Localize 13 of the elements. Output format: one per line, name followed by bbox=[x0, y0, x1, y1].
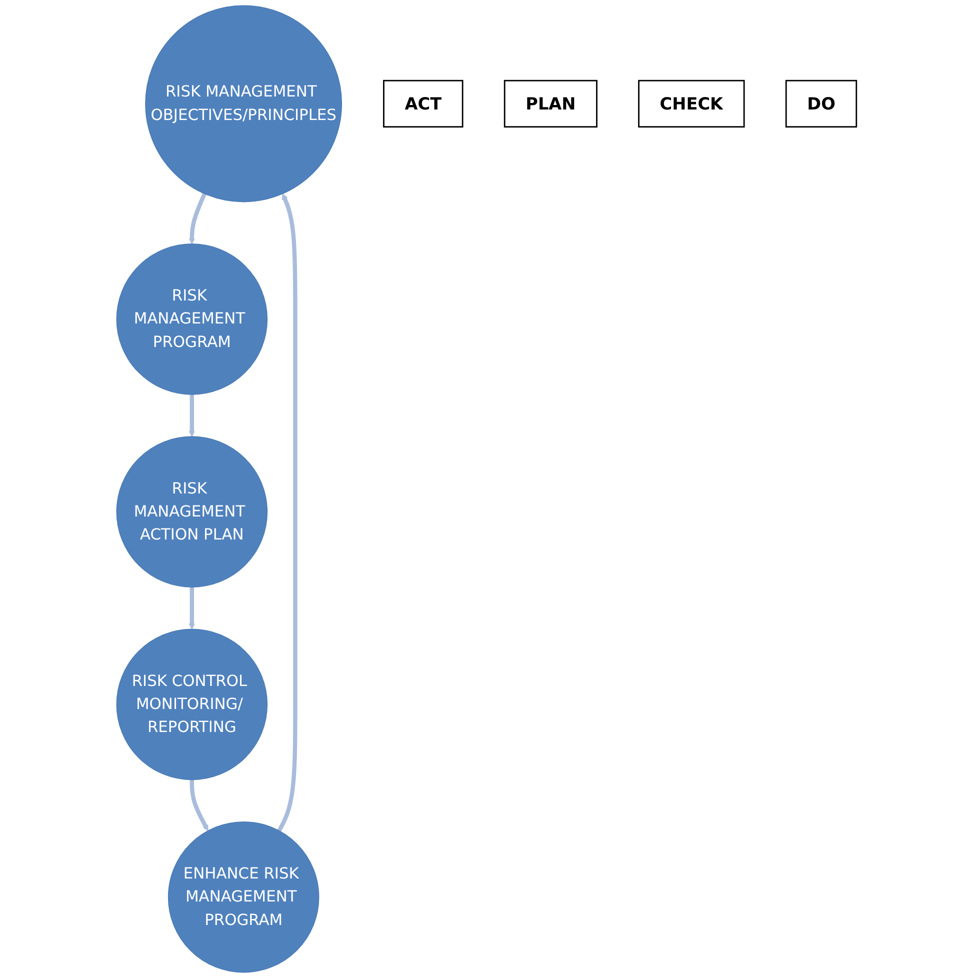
node-box: ACT bbox=[383, 80, 464, 128]
node-circle: RISK MANAGEMENT PROGRAM bbox=[116, 244, 268, 395]
node-circle: RISK MANAGEMENT OBJECTIVES/PRINCIPLES bbox=[145, 5, 342, 202]
node-box: PLAN bbox=[504, 80, 598, 128]
arrow bbox=[190, 780, 209, 832]
arrow bbox=[277, 193, 298, 832]
arrow bbox=[188, 587, 195, 630]
node-circle: RISK CONTROL MONITORING/ REPORTING bbox=[116, 628, 268, 780]
node-circle: RISK MANAGEMENT ACTION PLAN bbox=[116, 436, 268, 588]
node-circle: ENHANCE RISK MANAGEMENT PROGRAM bbox=[168, 821, 320, 973]
arrow bbox=[188, 394, 195, 437]
node-box: DO bbox=[785, 80, 858, 128]
arrow bbox=[188, 192, 206, 244]
